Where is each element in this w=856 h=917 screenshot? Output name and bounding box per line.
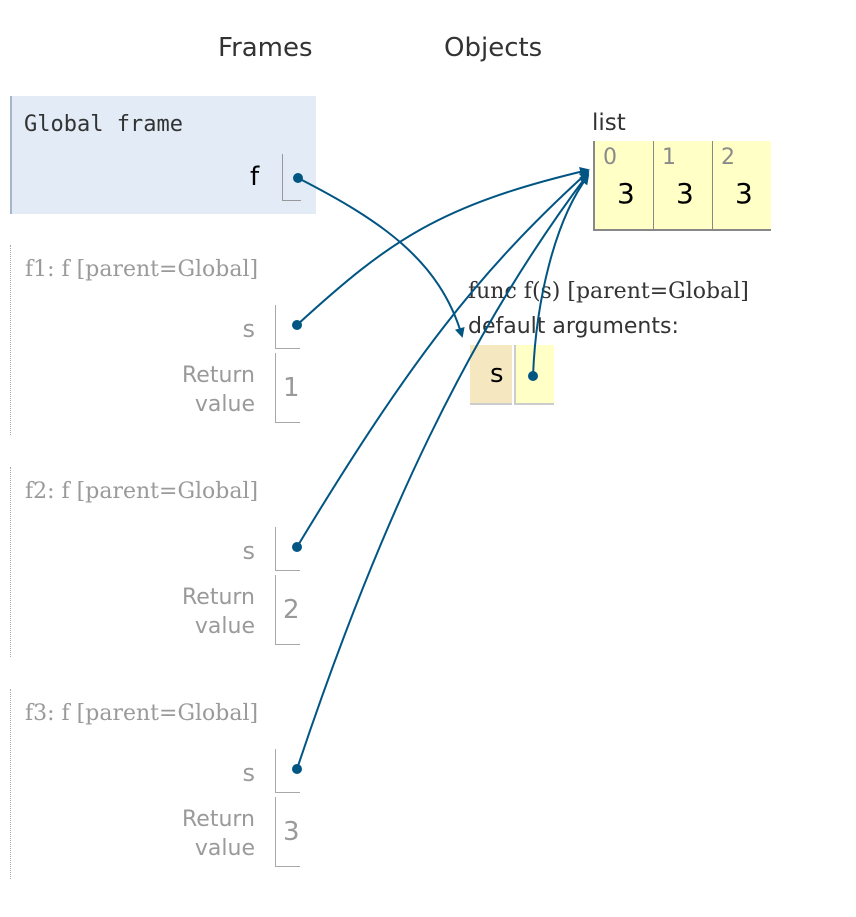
- frame-var-s-name: s: [242, 759, 255, 787]
- default-arg-name-text: s: [490, 359, 504, 389]
- list-cell-1: 1 3: [653, 141, 712, 229]
- stack-frame-f3: f3: f [parent=Global] s Return value 3: [10, 689, 311, 879]
- return-label-line1: Return: [181, 807, 255, 832]
- list-cell-2: 2 3: [712, 141, 771, 229]
- function-object-signature: func f(s) [parent=Global]: [468, 279, 749, 304]
- return-value: 1: [283, 373, 300, 403]
- frame-var-s-slot: [275, 305, 300, 349]
- arrow-f3-s-to-list: [296, 172, 590, 770]
- frame-var-s-name: s: [242, 537, 255, 565]
- list-cell-value: 3: [735, 177, 753, 210]
- return-label-line2: value: [194, 392, 255, 417]
- frame-title: f1: f [parent=Global]: [25, 257, 259, 282]
- return-value: 3: [283, 817, 300, 847]
- arrow-global-f-to-function: [297, 177, 465, 338]
- global-var-f-slot: [282, 154, 301, 201]
- return-label-line1: Return: [181, 585, 255, 610]
- frame-title: f2: f [parent=Global]: [25, 479, 259, 504]
- default-arg-value-slot: [514, 345, 554, 405]
- frame-var-s-slot: [275, 749, 300, 793]
- return-slot: [275, 353, 300, 423]
- list-object: 0 3 1 3 2 3: [593, 141, 771, 231]
- default-arg-name: s: [470, 345, 512, 405]
- return-label: Return value: [182, 583, 255, 641]
- list-cell-index: 1: [662, 145, 676, 170]
- frame-title: f3: f [parent=Global]: [25, 701, 259, 726]
- return-label-line2: value: [194, 836, 255, 861]
- list-cell-0: 0 3: [593, 141, 653, 229]
- frame-var-s-name: s: [242, 315, 255, 343]
- list-cell-value: 3: [676, 177, 694, 210]
- return-value: 2: [283, 595, 300, 625]
- stack-frame-f1: f1: f [parent=Global] s Return value 1: [10, 245, 311, 435]
- return-label-line1: Return: [181, 363, 255, 388]
- return-label: Return value: [182, 361, 255, 419]
- return-slot: [275, 797, 300, 867]
- stack-frame-f2: f2: f [parent=Global] s Return value 2: [10, 467, 311, 657]
- frames-header: Frames: [218, 33, 313, 63]
- list-cell-index: 0: [603, 145, 617, 170]
- global-frame-title: Global frame: [24, 112, 183, 137]
- list-cell-index: 2: [721, 145, 735, 170]
- global-frame: Global frame f: [10, 96, 316, 214]
- list-cell-value: 3: [617, 177, 635, 210]
- list-object-label: list: [592, 110, 626, 136]
- default-arguments-label: default arguments:: [468, 314, 679, 339]
- return-label-line2: value: [194, 614, 255, 639]
- frame-var-s-slot: [275, 527, 300, 571]
- return-label: Return value: [182, 805, 255, 863]
- objects-header: Objects: [444, 33, 543, 63]
- return-slot: [275, 575, 300, 645]
- global-var-f-name: f: [250, 162, 260, 192]
